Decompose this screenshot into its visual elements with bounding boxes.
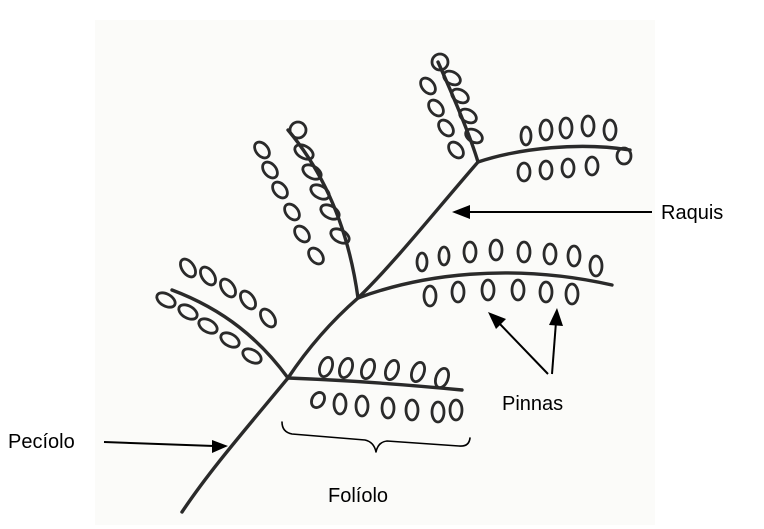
pinnas-label: Pinnas [502, 393, 563, 415]
peciolo-label: Pecíolo [8, 431, 75, 453]
raquis-label: Raquis [661, 202, 723, 224]
foliolo-label: Folíolo [328, 485, 388, 507]
